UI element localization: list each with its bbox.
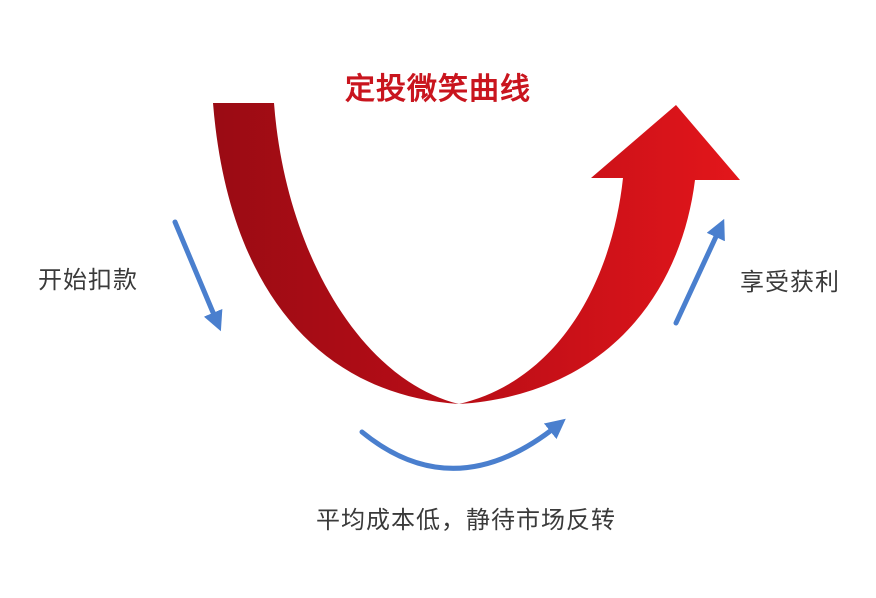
arrow-start-down <box>172 219 223 332</box>
label-low-average-cost: 平均成本低，静待市场反转 <box>316 506 616 534</box>
arrow-bottom-curve <box>359 418 566 471</box>
diagram-title: 定投微笑曲线 <box>345 72 531 107</box>
arrow-profit-up <box>673 218 725 326</box>
smile-curve-arrow <box>213 103 740 404</box>
label-enjoy-profit: 享受获利 <box>740 268 840 296</box>
label-start-investing: 开始扣款 <box>38 266 138 294</box>
